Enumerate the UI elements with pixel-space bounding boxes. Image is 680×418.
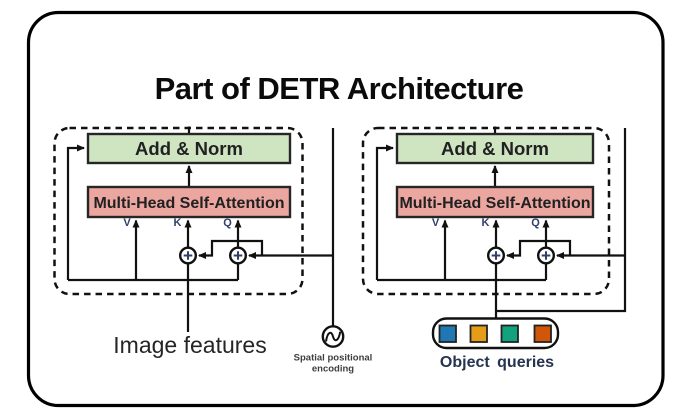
left-attention-box xyxy=(86,185,292,219)
outer-frame xyxy=(26,10,665,408)
figure-title: Part of DETR Architecture xyxy=(155,71,524,106)
object-queries-container xyxy=(431,317,560,350)
encoder-block-left: Add & Norm Multi-Head Self-Attention V K… xyxy=(53,126,333,358)
right-v-label: V xyxy=(432,217,440,229)
right-add-norm-label: Add & Norm xyxy=(441,138,549,159)
object-queries-label: Object queries xyxy=(440,354,554,371)
right-queries-branch-line xyxy=(496,128,627,313)
right-k-label: K xyxy=(482,217,490,229)
left-key-plus-icon xyxy=(183,251,193,260)
left-posenc-bridge-line xyxy=(198,239,264,259)
encoder-left-dashed-border xyxy=(53,126,304,296)
object-query-token-1 xyxy=(438,324,457,343)
object-queries-tokens xyxy=(431,317,560,350)
spatial-positional-encoding: Spatial positional encoding xyxy=(294,128,373,375)
right-q-label: Q xyxy=(531,217,540,229)
object-query-token-4 xyxy=(533,324,552,343)
left-query-plus-icon xyxy=(233,251,243,260)
right-add-norm-box xyxy=(395,132,595,165)
left-add-norm-box xyxy=(86,132,292,165)
right-residual-line xyxy=(375,144,394,280)
right-attention-box xyxy=(395,185,595,219)
left-v-label: V xyxy=(123,217,131,229)
image-features-label: Image features xyxy=(113,332,266,358)
left-add-norm-label: Add & Norm xyxy=(135,138,243,159)
encoder-right-dashed-border xyxy=(361,126,611,296)
left-k-label: K xyxy=(174,217,182,229)
left-q-label: Q xyxy=(223,217,232,229)
right-queries-bridge-line xyxy=(506,239,572,259)
sine-wave-icon xyxy=(325,331,342,342)
posenc-label-line2: encoding xyxy=(312,364,354,375)
right-attention-label: Multi-Head Self-Attention xyxy=(399,195,590,212)
right-key-plus-icon xyxy=(491,251,501,260)
posenc-label-line1: Spatial positional xyxy=(294,353,373,364)
left-attention-label: Multi-Head Self-Attention xyxy=(93,195,284,212)
left-residual-line xyxy=(66,144,85,280)
encoder-block-right: Add & Norm Multi-Head Self-Attention V K… xyxy=(361,126,627,371)
object-query-token-2 xyxy=(469,324,488,343)
object-query-token-3 xyxy=(500,324,519,343)
right-query-plus-icon xyxy=(541,251,551,260)
